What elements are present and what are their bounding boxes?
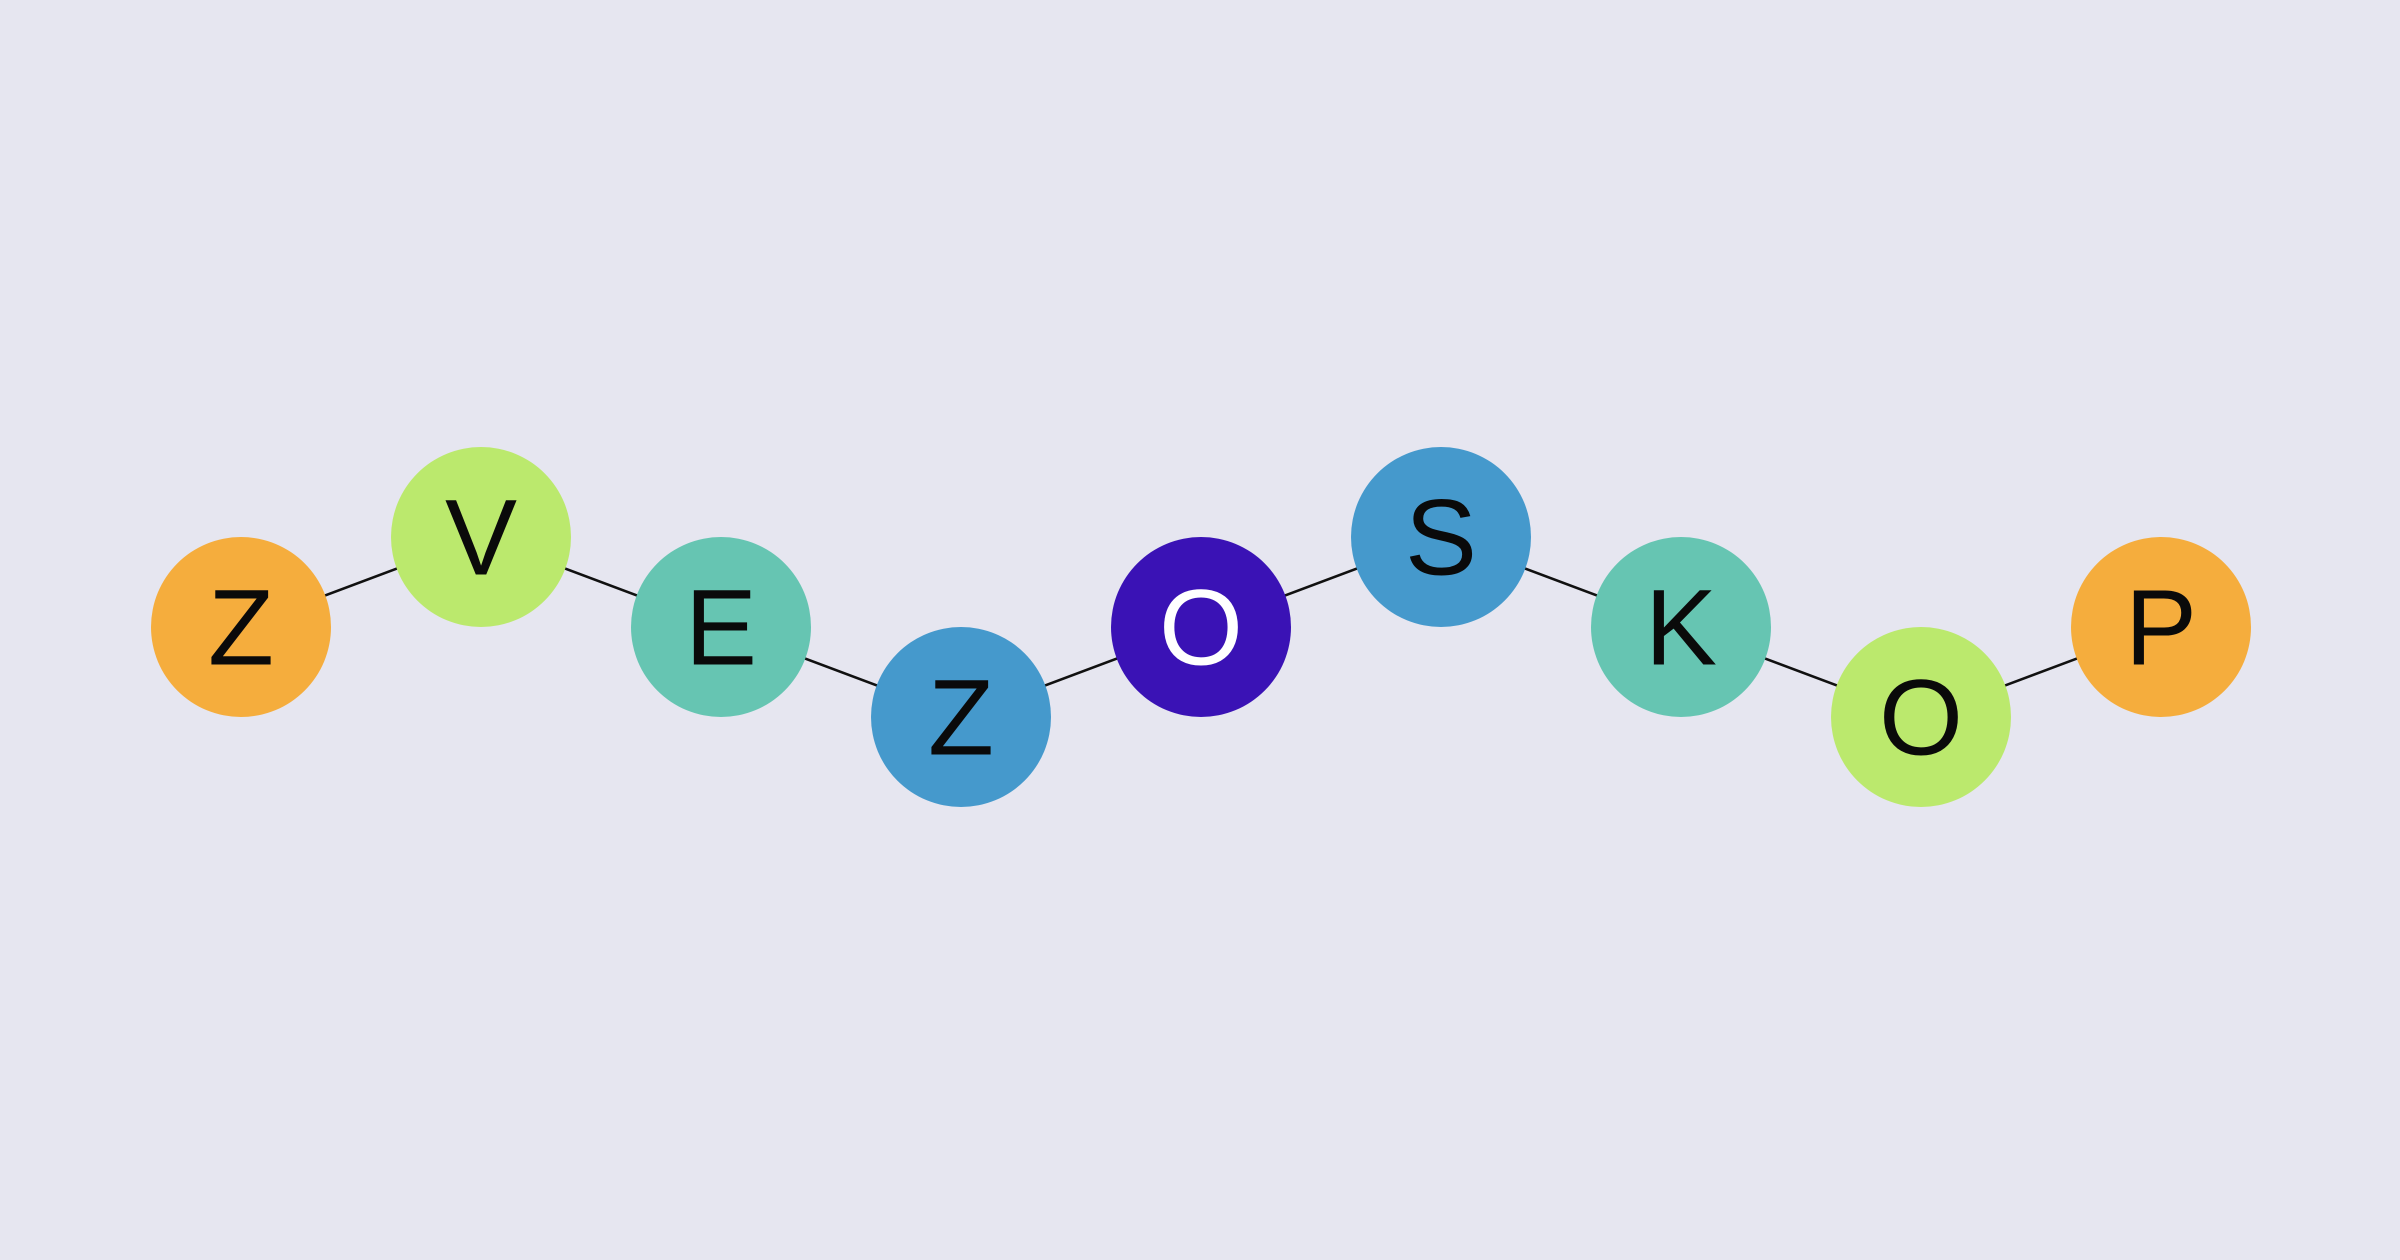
node-circle <box>151 537 331 717</box>
node-label: O <box>1879 657 1963 778</box>
node-label: Z <box>208 567 274 688</box>
node-2: V <box>391 447 571 627</box>
node-8: O <box>1831 627 2011 807</box>
node-7: K <box>1591 537 1771 717</box>
node-label: K <box>1645 567 1717 688</box>
node-circle <box>2071 537 2251 717</box>
node-4: Z <box>871 627 1051 807</box>
node-6: S <box>1351 447 1531 627</box>
node-label: V <box>445 477 517 598</box>
node-label: Z <box>928 657 994 778</box>
node-circle <box>1111 537 1291 717</box>
node-label: E <box>685 567 757 688</box>
node-3: E <box>631 537 811 717</box>
node-label: O <box>1159 567 1243 688</box>
node-1: Z <box>151 537 331 717</box>
node-5: O <box>1111 537 1291 717</box>
node-circle <box>631 537 811 717</box>
node-circle <box>391 447 571 627</box>
node-circle <box>871 627 1051 807</box>
node-circle <box>1591 537 1771 717</box>
node-9: P <box>2071 537 2251 717</box>
node-circle <box>1351 447 1531 627</box>
nodes-group: Z V E Z O S K O P <box>151 447 2251 807</box>
node-circle <box>1831 627 2011 807</box>
node-label: S <box>1405 477 1477 598</box>
node-label: P <box>2125 567 2197 688</box>
